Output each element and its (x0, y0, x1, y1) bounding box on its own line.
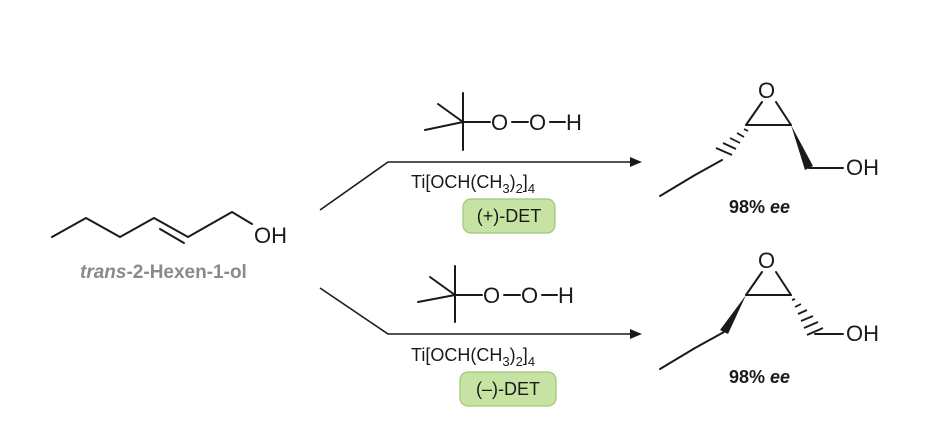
top-propyl-chain (659, 159, 723, 197)
top-wedge-bond (791, 125, 813, 170)
bottom-epoxide-c-o-bond (775, 271, 792, 296)
top-hashed-bond (715, 128, 749, 156)
top-tbhp-oxygen-1: O (491, 110, 508, 135)
top-product-structure: O OH (659, 78, 879, 197)
bottom-ee-value: 98% (729, 367, 770, 387)
bottom-catalyst-close: ] (523, 345, 528, 365)
top-ligand-box (462, 198, 556, 234)
top-catalyst: Ti[OCH(CH3)2]4 (411, 172, 535, 196)
top-tbhp-oxygen-2: O (529, 110, 546, 135)
bottom-catalyst-mid: ) (510, 345, 516, 365)
top-catalyst-mid: ) (510, 172, 516, 192)
name-prefix: trans (80, 262, 126, 283)
top-catalyst-sub2: 2 (516, 181, 523, 196)
bottom-tbhp-hydrogen: H (558, 283, 574, 308)
bottom-tbhp: O O H (417, 265, 574, 323)
bottom-ligand-box (459, 371, 557, 407)
bottom-product-hydroxyl: OH (846, 321, 879, 346)
bottom-epoxide-oxygen: O (758, 248, 775, 273)
bottom-reaction-arrow-path (319, 287, 630, 335)
bottom-tbhp-methyl-bond (417, 294, 456, 303)
top-product-ee: 98% ee (729, 197, 790, 217)
bottom-catalyst-sub2: 2 (516, 354, 523, 369)
starting-material-structure: OH (51, 211, 287, 248)
bottom-wedge-bond (720, 295, 746, 334)
bottom-tbhp-oxygen-2: O (521, 283, 538, 308)
top-ee-italic: ee (770, 197, 790, 217)
bottom-ligand-label: (–)-DET (476, 379, 540, 399)
top-catalyst-sub3: 4 (528, 181, 535, 196)
top-epoxide-c-o-bond (775, 101, 792, 126)
bottom-catalyst-main: Ti[OCH(CH (411, 345, 502, 365)
top-tbhp-methyl-bond (424, 121, 464, 131)
top-catalyst-main: Ti[OCH(CH (411, 172, 502, 192)
bottom-ee-italic: ee (770, 367, 790, 387)
top-arrowhead (630, 157, 642, 167)
top-epoxide-oxygen: O (758, 78, 775, 103)
name-rest: -2-Hexen-1-ol (126, 262, 246, 283)
top-catalyst-sub1: 3 (502, 181, 509, 196)
bottom-catalyst-sub3: 4 (528, 354, 535, 369)
bottom-product-structure: O OH (659, 248, 879, 370)
top-reaction-arrow-path (319, 161, 630, 211)
top-epoxide-c-o-bond (745, 101, 763, 126)
top-tbhp-methyl-bond (437, 103, 464, 123)
starting-material-name: trans-2-Hexen-1-ol (80, 262, 247, 283)
hexenol-skeleton (51, 211, 253, 238)
top-product-hydroxyl: OH (846, 155, 879, 180)
top-catalyst-close: ] (523, 172, 528, 192)
hexenol-hydroxyl: OH (254, 223, 287, 248)
top-tbhp: O O H (424, 92, 582, 151)
bottom-reaction: O O H Ti[OCH(CH3)2]4 (–)-DET (319, 265, 642, 407)
bottom-propyl-chain (659, 331, 725, 370)
bottom-product-ee: 98% ee (729, 367, 790, 387)
bottom-tbhp-methyl-bond (429, 276, 456, 296)
top-reaction: O O H Ti[OCH(CH3)2]4 (+)-DET (319, 92, 642, 234)
bottom-catalyst-sub1: 3 (502, 354, 509, 369)
bottom-arrowhead (630, 329, 642, 339)
bottom-epoxide-c-o-bond (745, 271, 763, 296)
alkene-double-bond (159, 228, 185, 244)
top-tbhp-hydrogen: H (566, 110, 582, 135)
bottom-hashed-bond (791, 298, 824, 336)
bottom-tbhp-oxygen-1: O (483, 283, 500, 308)
top-ligand-label: (+)-DET (477, 206, 542, 226)
bottom-catalyst: Ti[OCH(CH3)2]4 (411, 345, 535, 369)
top-ee-value: 98% (729, 197, 770, 217)
